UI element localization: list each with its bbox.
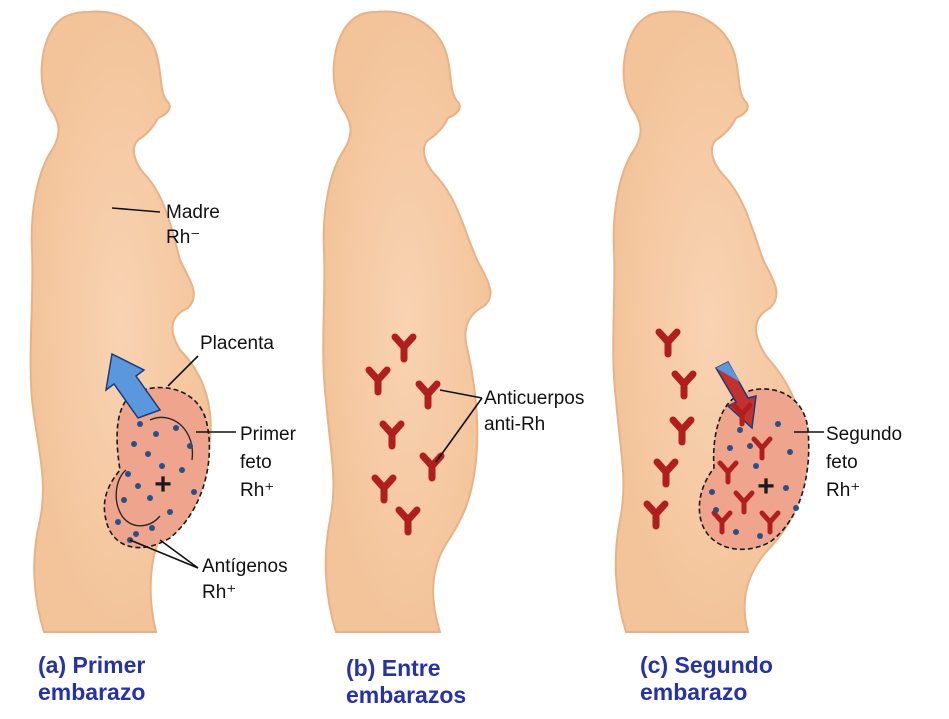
caption-c-line1: (c) Segundo: [640, 652, 773, 679]
mother-body-b: [323, 11, 490, 632]
panel-a: + Madre Rh⁻ Placenta Primer feto Rh⁺ Ant…: [31, 11, 297, 632]
caption-b-line1: (b) Entre: [346, 655, 466, 682]
madre-label: Madre: [166, 202, 220, 223]
caption-a: (a) Primer embarazo: [38, 652, 145, 706]
placenta-label: Placenta: [200, 333, 274, 354]
panel-b: Anticuerpos anti-Rh: [323, 11, 584, 632]
primer-feto-rh-label: Rh⁺: [240, 480, 274, 501]
mother-body-c: [613, 11, 806, 632]
caption-a-line1: (a) Primer: [38, 652, 145, 679]
primer-feto-label-2: feto: [240, 452, 272, 473]
antigenos-rh-label: Rh⁺: [202, 582, 236, 603]
caption-c: (c) Segundo embarazo: [640, 652, 773, 706]
plus-icon-c: +: [757, 470, 775, 503]
panel-c: + Segundo feto: [613, 11, 902, 632]
madre-rh-label: Rh⁻: [166, 227, 200, 248]
plus-icon: +: [154, 468, 172, 501]
segundo-feto-rh-label: Rh⁺: [826, 480, 860, 501]
segundo-feto-label: Segundo: [826, 424, 902, 445]
caption-a-line2: embarazo: [38, 679, 145, 706]
segundo-feto-label-2: feto: [826, 452, 858, 473]
caption-b-line2: embarazos: [346, 682, 466, 709]
caption-c-line2: embarazo: [640, 679, 773, 706]
anticuerpos-label: Anticuerpos: [484, 388, 584, 409]
anti-rh-label: anti-Rh: [484, 414, 545, 435]
caption-b: (b) Entre embarazos: [346, 655, 466, 709]
primer-feto-label: Primer: [240, 424, 297, 445]
antigenos-label: Antígenos: [202, 556, 288, 577]
